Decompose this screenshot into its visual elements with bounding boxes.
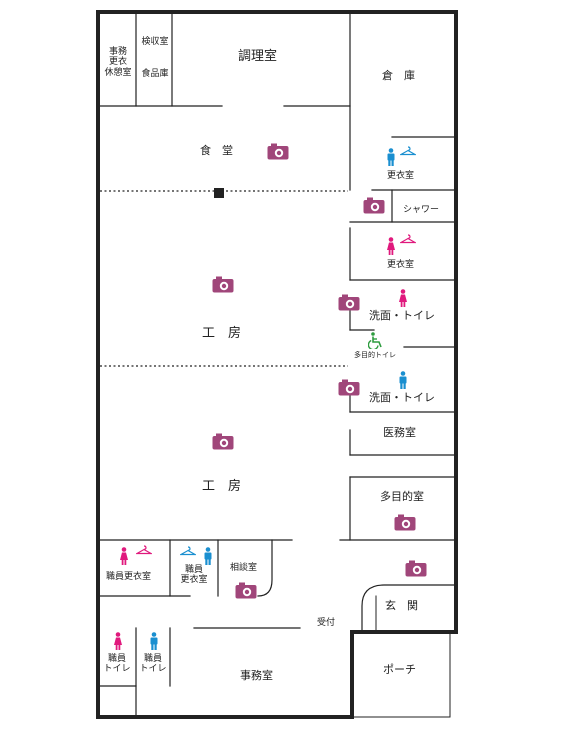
- room-koubou-1: 工 房: [202, 326, 242, 341]
- porch-outline: [351, 631, 451, 718]
- camera-icon[interactable]: [212, 433, 234, 450]
- camera-icon[interactable]: [235, 582, 257, 599]
- female-icon: [387, 237, 395, 255]
- room-koui-m: 更衣室: [387, 171, 415, 181]
- room-genkan: 玄 関: [385, 599, 418, 612]
- camera-icon[interactable]: [405, 560, 427, 577]
- male-icon: [150, 632, 158, 650]
- camera-icon[interactable]: [267, 143, 289, 160]
- male-icon: [204, 547, 212, 565]
- room-souko: 倉 庫: [382, 69, 415, 82]
- female-icon: [120, 547, 128, 565]
- room-porch: ポーチ: [383, 663, 416, 676]
- room-senmen-m: 洗面・トイレ: [369, 391, 435, 404]
- female-icon: [399, 289, 407, 307]
- room-tamokuteki-toilet: 多目的トイレ: [354, 351, 396, 359]
- room-jimu-koui: 事務 更衣 休憩室: [104, 47, 132, 78]
- room-senmen-f: 洗面・トイレ: [369, 309, 435, 322]
- hanger-icon: [400, 234, 416, 244]
- camera-icon[interactable]: [394, 514, 416, 531]
- camera-icon[interactable]: [212, 276, 234, 293]
- hanger-icon: [400, 146, 416, 156]
- room-kenshu: 検収室: [141, 37, 169, 47]
- room-shokuin-toilet-m: 職員 トイレ: [139, 654, 167, 675]
- camera-icon[interactable]: [338, 294, 360, 311]
- wheelchair-icon: [368, 332, 382, 349]
- room-koui-f: 更衣室: [387, 260, 415, 270]
- room-koubou-2: 工 房: [202, 479, 242, 494]
- hanger-icon: [180, 546, 196, 556]
- column-marker: [214, 188, 224, 198]
- room-shokuin-koui-f: 職員更衣室: [106, 572, 152, 582]
- room-shokudou: 食 堂: [200, 144, 233, 157]
- camera-icon[interactable]: [338, 379, 360, 396]
- room-shokuin-toilet-f: 職員 トイレ: [103, 654, 131, 675]
- male-icon: [387, 148, 395, 166]
- female-icon: [114, 632, 122, 650]
- room-shokuin-koui-m: 職員 更衣室: [180, 565, 208, 586]
- camera-icon[interactable]: [363, 197, 385, 214]
- room-shokuhin: 食品庫: [141, 69, 169, 79]
- room-tamokuteki: 多目的室: [380, 490, 424, 503]
- room-imu: 医務室: [383, 426, 416, 439]
- male-icon: [399, 371, 407, 389]
- room-chouri: 調理室: [238, 49, 278, 64]
- room-uketsuke: 受付: [317, 618, 336, 628]
- room-jimu: 事務室: [240, 669, 273, 682]
- hanger-icon: [136, 545, 152, 555]
- room-soudan: 相談室: [230, 563, 258, 573]
- room-shower: シャワー: [403, 205, 440, 215]
